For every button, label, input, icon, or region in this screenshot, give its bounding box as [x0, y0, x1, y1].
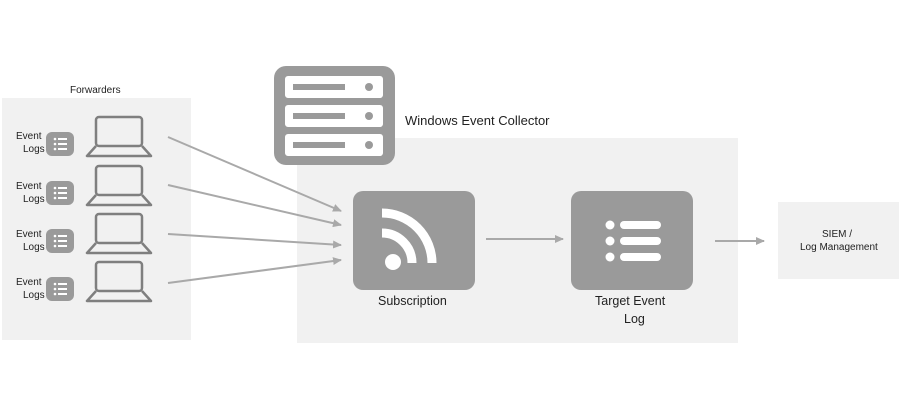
event-logs-label-3a: Event [16, 229, 42, 240]
forwarders-title: Forwarders [70, 85, 121, 96]
list-icon [46, 229, 74, 253]
event-logs-label-4b: Logs [23, 290, 45, 301]
target-event-log-label-2: Log [624, 312, 645, 326]
rss-icon [353, 191, 475, 290]
list-icon [46, 277, 74, 301]
siem-label-2: Log Management [800, 242, 878, 253]
arrow-forwarder-3-to-subscription [167, 233, 342, 249]
event-logs-label-1a: Event [16, 131, 42, 142]
server-icon [274, 66, 395, 165]
event-logs-label-1b: Logs [23, 144, 45, 155]
siem-panel [778, 202, 899, 279]
event-logs-label-4a: Event [16, 277, 42, 288]
laptop-icon [85, 260, 153, 303]
laptop-icon [85, 115, 153, 158]
target-event-log-label-1: Target Event [595, 294, 666, 308]
collector-title: Windows Event Collector [405, 113, 550, 128]
laptop-icon [85, 212, 153, 255]
arrow-forwarder-1-to-subscription [167, 136, 342, 212]
subscription-label: Subscription [378, 294, 447, 308]
arrow-forwarder-4-to-subscription [167, 257, 342, 284]
siem-label-1: SIEM / [822, 229, 853, 240]
arrow-forwarder-2-to-subscription [167, 184, 342, 228]
list-icon [46, 132, 74, 156]
event-logs-label-2a: Event [16, 181, 42, 192]
list-icon [46, 181, 74, 205]
list-icon [571, 191, 693, 290]
laptop-icon [85, 164, 153, 207]
event-logs-label-3b: Logs [23, 242, 45, 253]
event-logs-label-2b: Logs [23, 194, 45, 205]
